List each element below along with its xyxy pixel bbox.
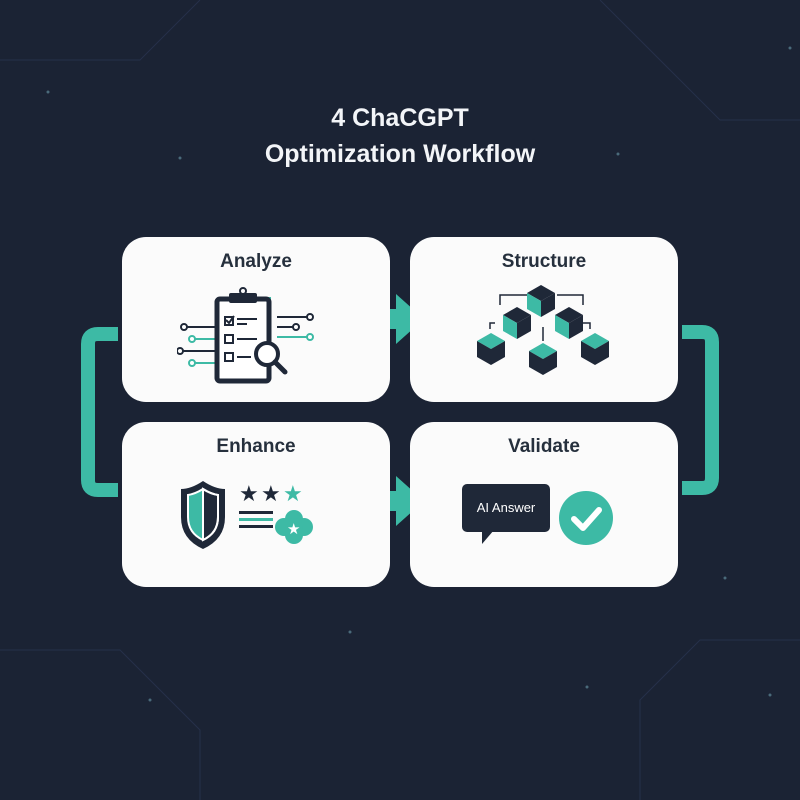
- rating-stars: ★★★: [239, 481, 303, 506]
- step-card-structure: Structure: [410, 237, 678, 402]
- arrow-enhance-to-validate: [364, 476, 424, 526]
- title-line-1: 4 ChaCGPT: [331, 104, 469, 132]
- right-loop-connector: [682, 325, 719, 495]
- svg-text:★: ★: [287, 521, 300, 538]
- speech-bubble-icon: [462, 484, 550, 544]
- left-loop-connector: [81, 327, 118, 497]
- step-label: Enhance: [216, 436, 296, 457]
- arrow-analyze-to-structure: [364, 294, 424, 344]
- step-card-analyze: Analyze: [122, 237, 390, 402]
- page-title: 4 ChaCGPT Optimization Workflow: [0, 100, 800, 172]
- svg-text:★: ★: [283, 481, 303, 506]
- title-line-2: Optimization Workflow: [264, 140, 536, 168]
- cube-hierarchy-icon: [477, 285, 609, 375]
- step-label: Analyze: [220, 251, 292, 272]
- svg-text:★: ★: [239, 481, 259, 506]
- svg-text:★: ★: [261, 481, 281, 506]
- clipboard-magnifier-icon: [177, 287, 314, 384]
- step-label: Structure: [501, 251, 587, 272]
- check-circle-icon: [559, 491, 613, 545]
- ai-answer-label: AI Answer: [476, 500, 536, 515]
- shield-stars-icon: ★★★ ★: [181, 481, 313, 549]
- step-card-enhance: Enhance ★★★ ★: [122, 422, 390, 587]
- step-label: Validate: [508, 436, 580, 457]
- step-card-validate: Validate AI Answer: [410, 422, 678, 587]
